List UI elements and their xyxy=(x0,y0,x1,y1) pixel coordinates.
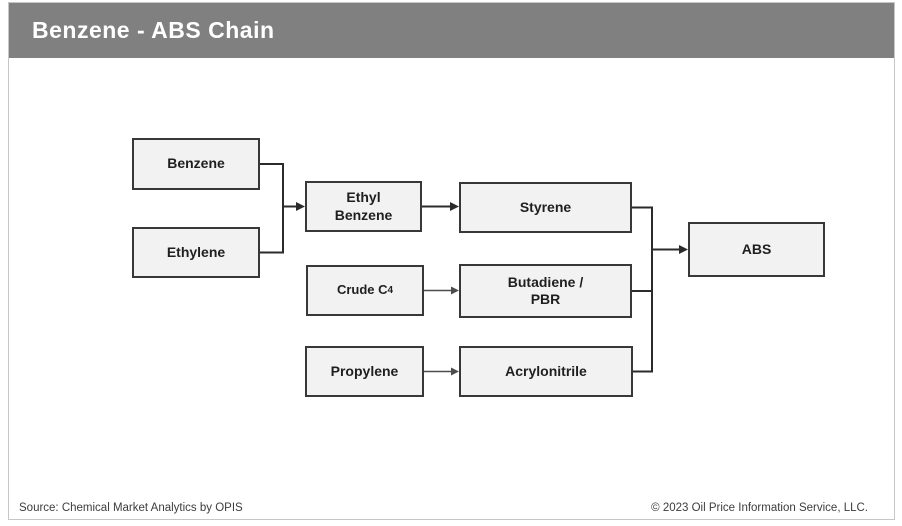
node-benzene: Benzene xyxy=(132,138,260,190)
node-abs-label: ABS xyxy=(741,240,772,257)
node-acrylonitrile-label: Acrylonitrile xyxy=(505,362,587,379)
node-propylene: Propylene xyxy=(305,346,424,397)
node-styrene: Styrene xyxy=(459,182,632,233)
slide-title-bar: Benzene - ABS Chain xyxy=(9,3,894,58)
node-crude-c4-label: Crude C xyxy=(336,282,388,298)
node-ethylene: Ethylene xyxy=(132,227,260,278)
footer-copyright-text: © 2023 Oil Price Information Service, LL… xyxy=(651,502,868,514)
page-title: Benzene - ABS Chain xyxy=(32,17,275,43)
node-benzene-label: Benzene xyxy=(167,155,225,172)
node-ethylene-label: Ethylene xyxy=(166,243,226,260)
node-styrene-label: Styrene xyxy=(519,198,572,215)
node-butadiene-pbr: Butadiene / PBR xyxy=(459,264,632,318)
node-propylene-label: Propylene xyxy=(330,362,399,379)
footer-source-text: Source: Chemical Market Analytics by OPI… xyxy=(19,502,243,514)
node-acrylonitrile: Acrylonitrile xyxy=(459,346,633,397)
node-butadiene-pbr-label: Butadiene / PBR xyxy=(507,273,584,308)
node-abs: ABS xyxy=(688,222,825,277)
node-ethyl-benzene: Ethyl Benzene xyxy=(305,181,422,232)
node-ethyl-benzene-label: Ethyl Benzene xyxy=(334,189,393,223)
